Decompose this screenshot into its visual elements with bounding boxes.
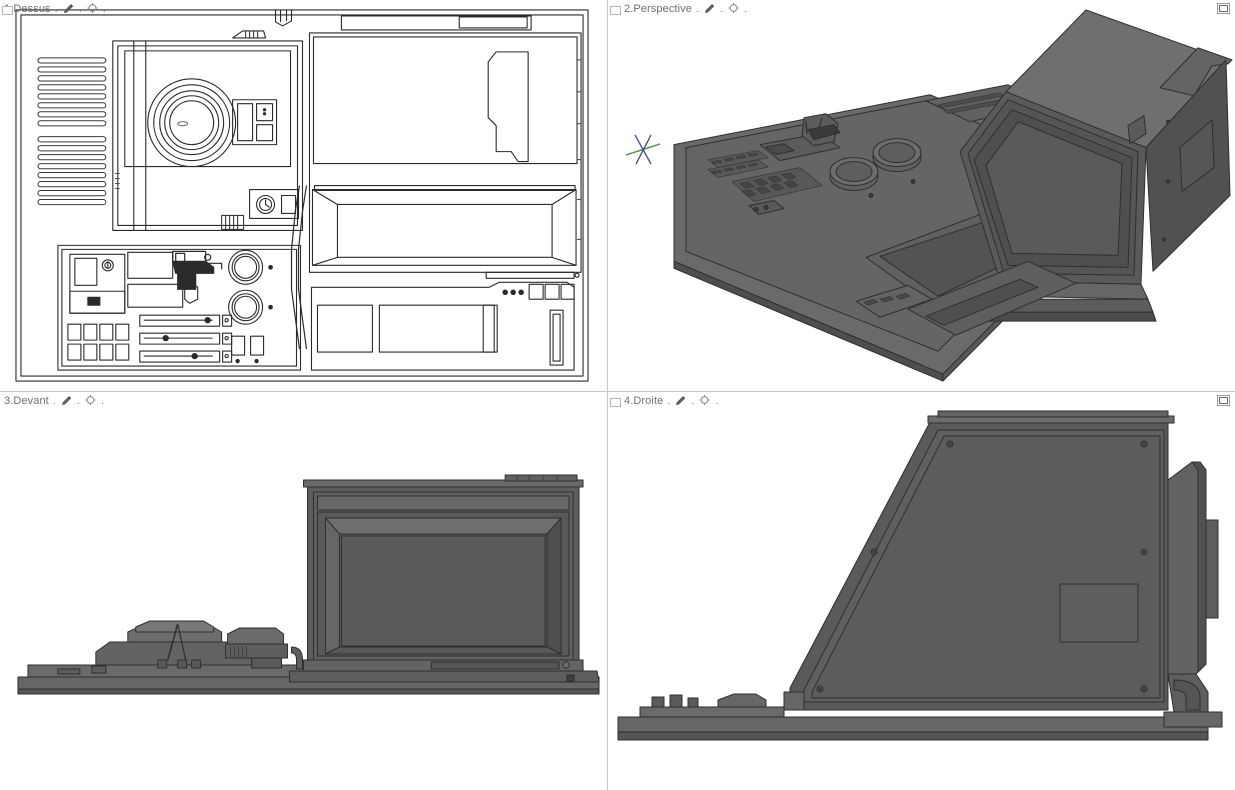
viewport-front-sep-1: . xyxy=(52,394,56,407)
viewport-perspective-header[interactable]: 2.Perspective . . . xyxy=(608,0,748,17)
shading-icon[interactable] xyxy=(727,2,740,15)
viewport-front-sep-2: . xyxy=(76,394,80,407)
viewport-right[interactable]: 4.Droite . . . xyxy=(608,392,1235,790)
axis-origin-gizmo xyxy=(622,128,664,170)
viewport-top-sep-3: . xyxy=(102,2,106,15)
viewport-perspective-sep-3: . xyxy=(744,2,748,15)
viewport-perspective[interactable]: 2.Perspective . . . xyxy=(608,0,1235,392)
shading-icon[interactable] xyxy=(86,2,99,15)
viewport-right-label: 4.Droite xyxy=(624,394,664,407)
viewport-perspective-sep-2: . xyxy=(720,2,724,15)
viewport-front-label: 3.Devant xyxy=(4,394,49,407)
viewport-top-sep-1: . xyxy=(54,2,58,15)
shading-icon[interactable] xyxy=(84,394,97,407)
viewport-right-sep-2: . xyxy=(691,394,695,407)
viewport-right-canvas[interactable] xyxy=(608,392,1235,790)
pencil-icon[interactable] xyxy=(703,2,716,15)
viewport-top-label: 1.Dessus xyxy=(4,2,51,15)
shading-icon[interactable] xyxy=(698,394,711,407)
viewport-top-canvas[interactable] xyxy=(0,0,607,391)
viewport-right-corner-marker xyxy=(610,394,621,407)
viewport-front[interactable]: 3.Devant . . . xyxy=(0,392,608,790)
viewport-perspective-sep-1: . xyxy=(695,2,700,15)
viewport-perspective-corner-marker xyxy=(610,2,621,15)
viewport-right-sep-3: . xyxy=(715,394,719,407)
viewport-perspective-label: 2.Perspective xyxy=(624,2,692,15)
viewport-perspective-canvas[interactable] xyxy=(608,0,1235,391)
pencil-icon[interactable] xyxy=(60,394,73,407)
viewport-top-corner-marker xyxy=(2,2,13,15)
restore-window-icon[interactable] xyxy=(1217,3,1230,14)
viewport-top-header[interactable]: 1.Dessus . . . xyxy=(0,0,107,17)
viewport-front-header[interactable]: 3.Devant . . . xyxy=(0,392,105,409)
pencil-icon[interactable] xyxy=(674,394,687,407)
viewport-top[interactable]: 1.Dessus . . . xyxy=(0,0,608,392)
viewport-top-sep-2: . xyxy=(78,2,82,15)
pencil-icon[interactable] xyxy=(62,2,75,15)
restore-window-icon[interactable] xyxy=(1217,395,1230,406)
viewport-right-sep-1: . xyxy=(667,394,671,407)
viewport-front-canvas[interactable] xyxy=(0,392,607,790)
viewport-right-header[interactable]: 4.Droite . . . xyxy=(608,392,720,409)
viewport-front-sep-3: . xyxy=(100,394,105,407)
